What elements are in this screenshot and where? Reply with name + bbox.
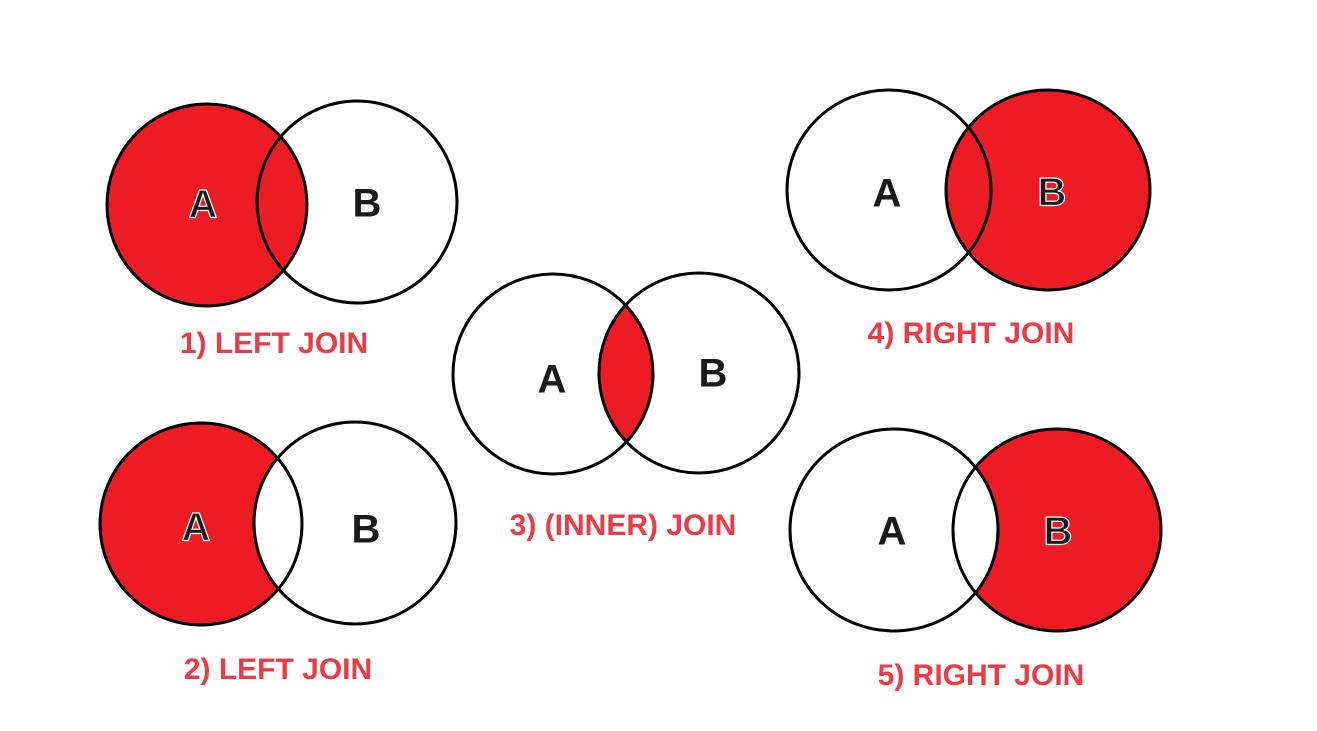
join-caption: 2) LEFT JOIN	[184, 653, 372, 686]
circle-a-fill	[107, 104, 307, 306]
right-join-4-group: A B 4) RIGHT JOIN	[785, 88, 1152, 350]
join-caption: 1) LEFT JOIN	[180, 327, 368, 360]
set-label-a: A	[873, 172, 902, 216]
set-label-a: A	[878, 510, 907, 554]
inner-join-group: A B 3) (INNER) JOIN	[451, 271, 801, 542]
set-label-b: B	[1038, 171, 1067, 215]
set-label-a: A	[182, 506, 211, 550]
circle-a-fill	[100, 423, 302, 625]
circle-b-fill	[953, 429, 1161, 631]
join-caption: 5) RIGHT JOIN	[878, 659, 1085, 692]
circle-a-outline	[98, 421, 304, 627]
set-label-b: B	[1044, 510, 1073, 554]
circle-b-outline	[252, 420, 458, 626]
circle-a-outline	[105, 102, 309, 308]
left-join-1-group: A B 1) LEFT JOIN	[105, 99, 459, 360]
circle-b-fill	[946, 90, 1150, 290]
circle-a-outline	[451, 272, 655, 476]
circle-a-outline	[788, 427, 1000, 633]
set-label-b: B	[699, 352, 728, 396]
circle-b-outline	[597, 271, 801, 475]
circle-b-outline	[944, 88, 1152, 292]
join-caption: 3) (INNER) JOIN	[510, 509, 737, 542]
circle-a-outline	[785, 88, 993, 292]
left-join-2-group: A B 2) LEFT JOIN	[98, 420, 458, 686]
circle-b-outline	[951, 427, 1163, 633]
set-label-b: B	[353, 182, 382, 226]
set-label-a: A	[538, 358, 567, 402]
set-label-b: B	[352, 508, 381, 552]
right-join-5-group: A B 5) RIGHT JOIN	[788, 427, 1163, 692]
join-caption: 4) RIGHT JOIN	[868, 317, 1075, 350]
set-label-a: A	[189, 183, 218, 227]
circle-b-outline	[255, 99, 459, 305]
